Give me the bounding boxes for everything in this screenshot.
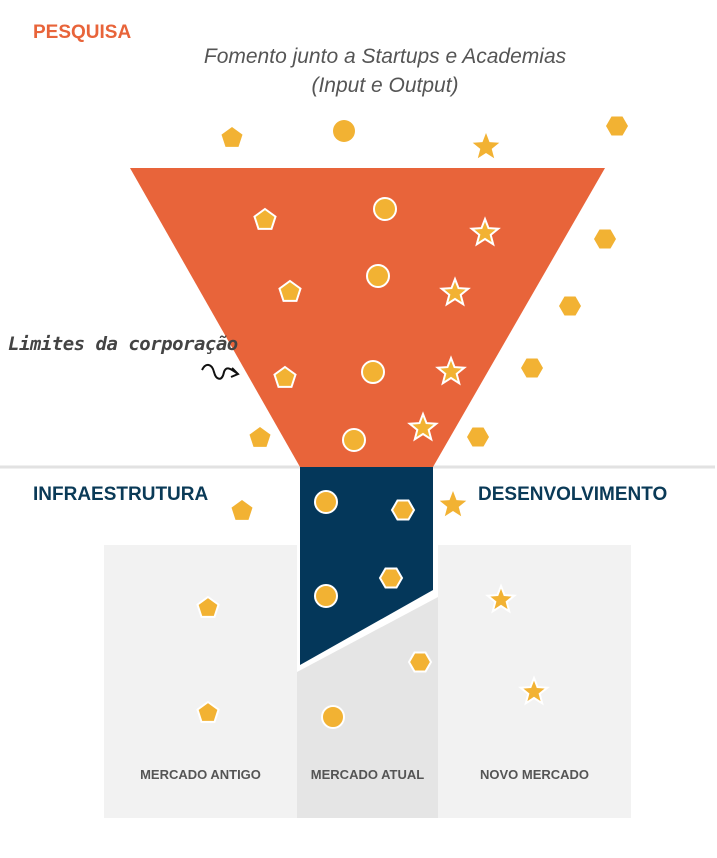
market-label-new: NOVO MERCADO [479,767,590,782]
circle-icon [373,197,397,221]
subtitle: Fomento junto a Startups e Academias (In… [150,42,620,100]
subtitle-line-2: (Input e Output) [311,74,459,97]
star-icon [407,411,439,442]
pentagon-icon [196,700,220,723]
circle-icon [366,264,390,288]
circle-icon [361,360,385,384]
boundary-annotation: Limites da corporação [8,333,238,355]
star-icon [435,355,467,386]
pentagon-icon [273,365,297,388]
star-icon [472,133,500,159]
star-icon [518,675,550,706]
market-panel-current [297,597,438,818]
hexagon-icon [407,651,433,673]
research-funnel [130,168,605,467]
circle-icon [314,490,338,514]
hexagon-icon [521,358,543,378]
hexagon-icon [378,567,404,589]
pentagon-icon [253,207,277,230]
star-icon [485,583,517,614]
section-label-desenv: DESENVOLVIMENTO [478,484,668,505]
arrow-icon [201,364,240,380]
circle-icon [314,584,338,608]
pentagon-icon [231,500,253,520]
pentagon-icon [196,595,220,618]
section-label-infra: INFRAESTRUTURA [33,484,209,505]
pentagon-icon [249,427,271,447]
market-label-old: MERCADO ANTIGO [140,767,261,782]
section-label-pesquisa: PESQUISA [33,22,132,43]
hexagon-icon [559,296,581,316]
star-icon [439,491,467,517]
circle-icon [333,120,355,142]
hexagon-icon [390,499,416,521]
circle-icon [321,705,345,729]
hexagon-icon [594,229,616,249]
pentagon-icon [221,127,243,147]
market-panel-old [104,545,297,818]
star-icon [469,216,501,247]
market-label-current: MERCADO ATUAL [310,767,425,782]
hexagon-icon [606,116,628,136]
pentagon-icon [278,279,302,302]
hexagon-icon [467,427,489,447]
subtitle-line-1: Fomento junto a Startups e Academias [203,45,567,68]
star-icon [439,276,471,307]
circle-icon [342,428,366,452]
